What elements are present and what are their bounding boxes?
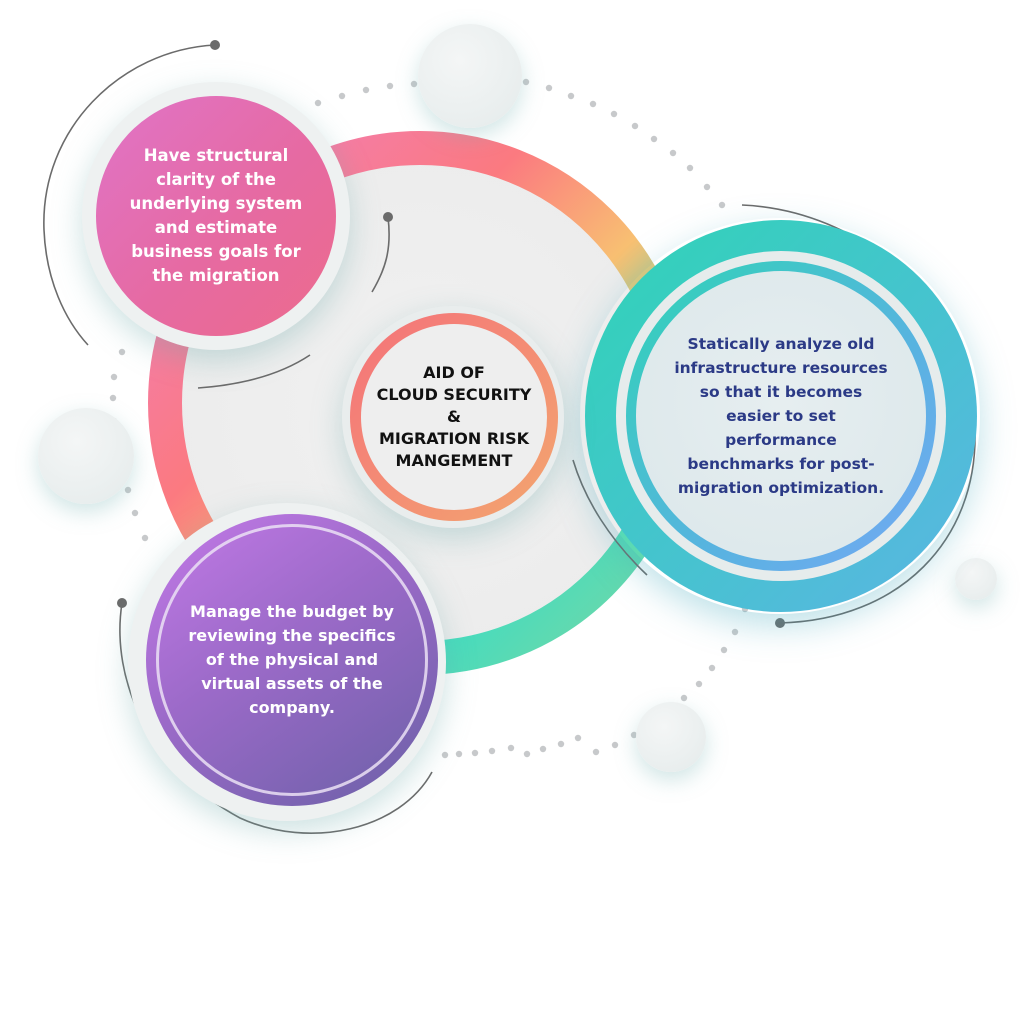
center-node-ring: AID OF CLOUD SECURITY & MIGRATION RISK M… <box>350 313 558 521</box>
decor-bubble-right <box>955 558 997 600</box>
node-structural-clarity-text: Have structural clarity of the underlyin… <box>129 146 303 285</box>
node-budget-management: Manage the budget by reviewing the speci… <box>146 514 438 806</box>
node-structural-clarity: Have structural clarity of the underlyin… <box>96 96 336 336</box>
arc-end-dots <box>117 40 785 628</box>
center-node: AID OF CLOUD SECURITY & MIGRATION RISK M… <box>361 324 547 510</box>
node-budget-management-inner-ring <box>156 524 428 796</box>
node-static-analysis-text: Statically analyze old infrastructure re… <box>674 335 888 497</box>
node-static-analysis-inner-ring: Statically analyze old infrastructure re… <box>626 261 936 571</box>
decor-bubble-top <box>418 24 522 128</box>
node-budget-management-text: Manage the budget by reviewing the speci… <box>188 602 396 717</box>
node-static-analysis-gap: Statically analyze old infrastructure re… <box>616 251 946 581</box>
decor-bubble-left <box>38 408 134 504</box>
decor-bubble-bottom <box>636 702 706 772</box>
node-static-analysis-outer-ring: Statically analyze old infrastructure re… <box>585 220 977 612</box>
node-static-analysis: Statically analyze old infrastructure re… <box>636 271 926 561</box>
center-node-title: AID OF CLOUD SECURITY & MIGRATION RISK M… <box>376 363 532 470</box>
